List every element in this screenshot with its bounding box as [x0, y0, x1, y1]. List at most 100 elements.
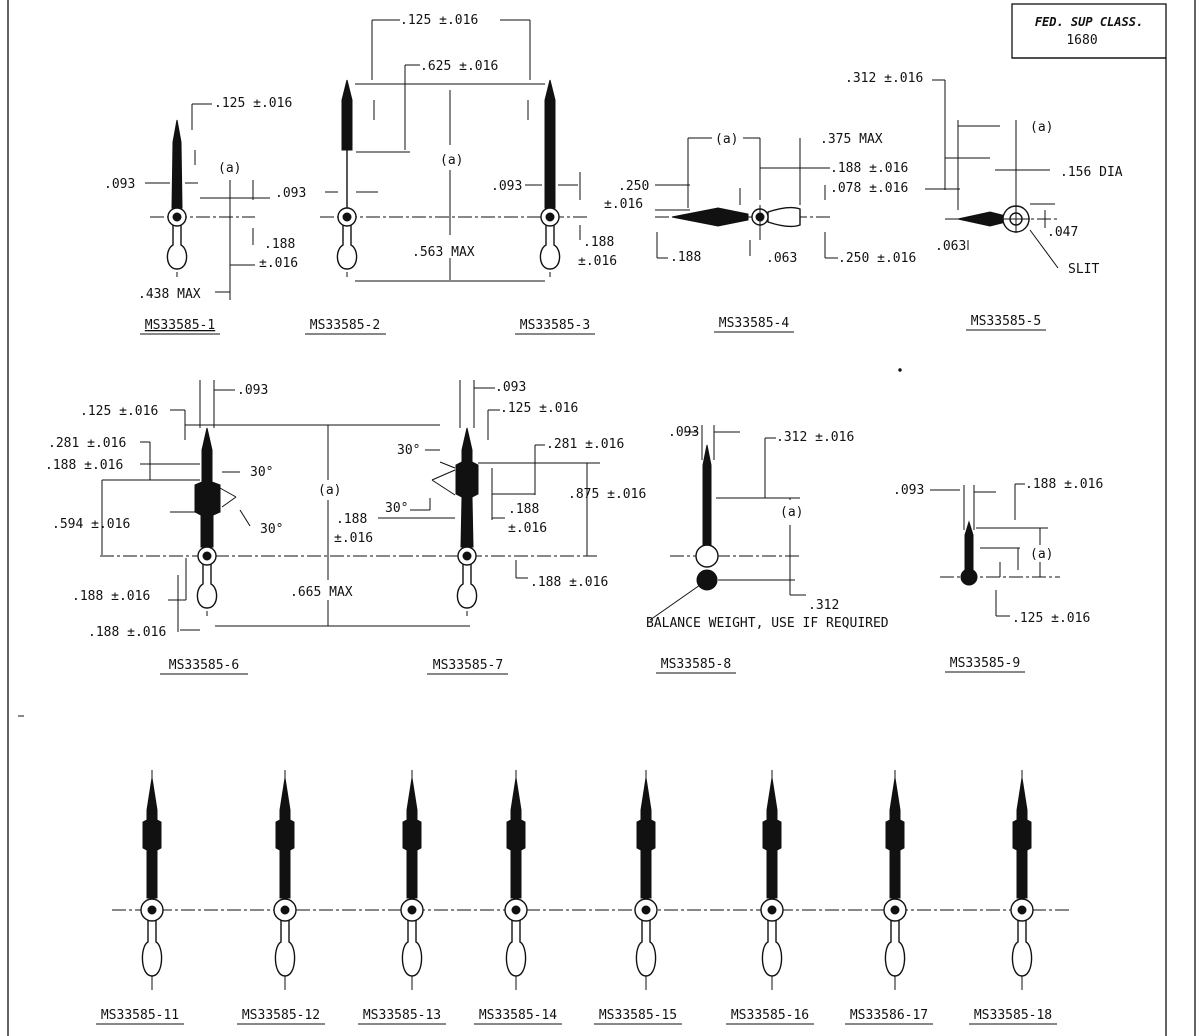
figure-ms33585-5: .312 ±.016 (a) .156 DIA .063 .047 SLIT M…: [845, 71, 1123, 331]
figure-ms33585-8: .093 .312 ±.016 (a) .312 BALANCE WEIGHT,…: [646, 425, 889, 674]
bottom-hand-label-1: MS33585-11: [101, 1008, 179, 1023]
fig7-label: MS33585-7: [433, 658, 503, 673]
bottom-hand-4: MS33585-14: [474, 770, 562, 1025]
fig6-dim-9: .188 ±.016: [88, 625, 166, 640]
bottom-hand-label-6: MS33585-16: [731, 1008, 809, 1023]
bottom-hand-label-8: MS33585-18: [974, 1008, 1052, 1023]
fig9-dim-4: .125 ±.016: [1012, 611, 1090, 626]
fig1-dim-4: .188: [264, 237, 295, 252]
fig4-label: MS33585-4: [719, 316, 790, 331]
fig5-dim-4: .063: [935, 239, 966, 254]
fig6-label: MS33585-6: [169, 658, 239, 673]
fig9-dim-2: .188 ±.016: [1025, 477, 1103, 492]
fsc-number: 1680: [1066, 33, 1097, 48]
bottom-hand-7: MS33586-17: [845, 770, 933, 1025]
figure-ms33585-4: (a) .375 MAX .188 ±.016 .078 ±.016 .250 …: [604, 132, 916, 333]
fig7-dim-5: .875 ±.016: [568, 487, 646, 502]
fig6-dim-4: .188 ±.016: [45, 458, 123, 473]
bottom-hand-label-5: MS33585-15: [599, 1008, 677, 1023]
fig7-dim-8: ±.016: [334, 531, 373, 546]
fig9-label: MS33585-9: [950, 656, 1020, 671]
fig7-dim-7: .188: [336, 512, 367, 527]
fig1-dim-2: .093: [104, 177, 135, 192]
figure-ms33585-3: .093 .188 ±.016 MS33585-3: [491, 79, 617, 335]
fig8-dim-5: BALANCE WEIGHT, USE IF REQUIRED: [646, 616, 889, 631]
fig6-dim-1: .093: [237, 383, 268, 398]
fig5-dim-2: (a): [1030, 120, 1053, 135]
fig7-dim-2: .125 ±.016: [500, 401, 578, 416]
fig7-dim-1: .093: [495, 380, 526, 395]
figure-ms33585-9: .093 .188 ±.016 (a) .125 ±.016 MS33585-9: [893, 477, 1103, 673]
fig6-dim-2: .125 ±.016: [80, 404, 158, 419]
figure-ms33585-1: .125 ±.016 .093 (a) .188 ±.016 .438 MAX …: [104, 96, 298, 335]
fig4-dim-1: (a): [715, 132, 738, 147]
fig8-dim-4: .312: [808, 598, 839, 613]
fig7-dim-9: .188: [508, 502, 539, 517]
fig1-dim-5: ±.016: [259, 256, 298, 271]
fig5-dim-1: .312 ±.016: [845, 71, 923, 86]
fig3-dim-2: .188: [583, 235, 614, 250]
fig4-dim-3: .188 ±.016: [830, 161, 908, 176]
fig3-dim-3: ±.016: [578, 254, 617, 269]
fig4-dim-7: .188: [670, 250, 701, 265]
fsc-title: FED. SUP CLASS.: [1035, 15, 1143, 29]
fig4-dim-6: ±.016: [604, 197, 643, 212]
fig6-dim-6: .594 ±.016: [52, 517, 130, 532]
fig2-dim-3: .093: [275, 186, 306, 201]
fig4-dim-9: .250 ±.016: [838, 251, 916, 266]
bottom-hand-8: MS33585-18: [969, 770, 1057, 1025]
fig6-dim-11: .665 MAX: [290, 585, 353, 600]
fig1-dim-1: .125 ±.016: [214, 96, 292, 111]
fig6-dim-10: (a): [318, 483, 341, 498]
figure-ms33585-2: .125 ±.016 .625 ±.016 .093 (a) .563 MAX …: [275, 13, 590, 335]
fig5-dim-5: .047: [1047, 225, 1078, 240]
fig3-dim-1: .093: [491, 179, 522, 194]
fig9-dim-1: .093: [893, 483, 924, 498]
bottom-hand-6: MS33585-16: [726, 770, 814, 1025]
bottom-hand-label-3: MS33585-13: [363, 1008, 441, 1023]
fig4-dim-2: .375 MAX: [820, 132, 883, 147]
fig8-dim-1: .093: [668, 425, 699, 440]
fig8-label: MS33585-8: [661, 657, 731, 672]
fig9-dim-3: (a): [1030, 547, 1053, 562]
stray-mark: [898, 368, 902, 372]
fig6-dim-8: .188 ±.016: [72, 589, 150, 604]
fig3-label: MS33585-3: [520, 318, 590, 333]
fig7-dim-10: ±.016: [508, 521, 547, 536]
figure-ms33585-6: .093 .125 ±.016 .281 ±.016 .188 ±.016 30…: [45, 380, 600, 675]
fig7-dim-6: 30°: [385, 501, 408, 516]
fig8-dim-2: .312 ±.016: [776, 430, 854, 445]
fig6-dim-3: .281 ±.016: [48, 436, 126, 451]
bottom-hand-3: MS33585-13: [358, 770, 446, 1025]
fig1-dim-6: .438 MAX: [138, 287, 201, 302]
fig7-dim-11: .188 ±.016: [530, 575, 608, 590]
fig1-dim-3: (a): [218, 161, 241, 176]
bottom-hand-2: MS33585-12: [237, 770, 325, 1025]
bottom-hand-1: MS33585-11: [96, 770, 184, 1025]
fig2-dim-1: .125 ±.016: [400, 13, 478, 28]
fig4-dim-4: .078 ±.016: [830, 181, 908, 196]
figure-ms33585-7: .093 .125 ±.016 30° .281 ±.016 .875 ±.01…: [334, 380, 646, 675]
fig4-dim-8: .063: [766, 251, 797, 266]
fig5-label: MS33585-5: [971, 314, 1041, 329]
fig4-dim-5: .250: [618, 179, 649, 194]
fig5-dim-6: SLIT: [1068, 262, 1099, 277]
fig2-label: MS33585-2: [310, 318, 380, 333]
fig8-dim-3: (a): [780, 505, 803, 520]
bottom-hand-label-4: MS33585-14: [479, 1008, 557, 1023]
bottom-hand-5: MS33585-15: [594, 770, 682, 1025]
fig2-dim-4: (a): [440, 153, 463, 168]
bottom-row-hands: MS33585-11 MS33585-12 MS33585-13 MS33585-14…: [96, 770, 1072, 1025]
fig6-dim-7: 30°: [260, 522, 283, 537]
fig1-label: MS33585-1: [145, 318, 215, 333]
fsc-box: FED. SUP CLASS. 1680: [1011, 3, 1167, 59]
fig5-dim-3: .156 DIA: [1060, 165, 1123, 180]
fig7-dim-3: 30°: [397, 443, 420, 458]
fig2-dim-5: .563 MAX: [412, 245, 475, 260]
fig2-dim-2: .625 ±.016: [420, 59, 498, 74]
fig6-dim-5: 30°: [250, 465, 273, 480]
bottom-hand-label-7: MS33586-17: [850, 1008, 928, 1023]
bottom-hand-label-2: MS33585-12: [242, 1008, 320, 1023]
fig7-dim-4: .281 ±.016: [546, 437, 624, 452]
